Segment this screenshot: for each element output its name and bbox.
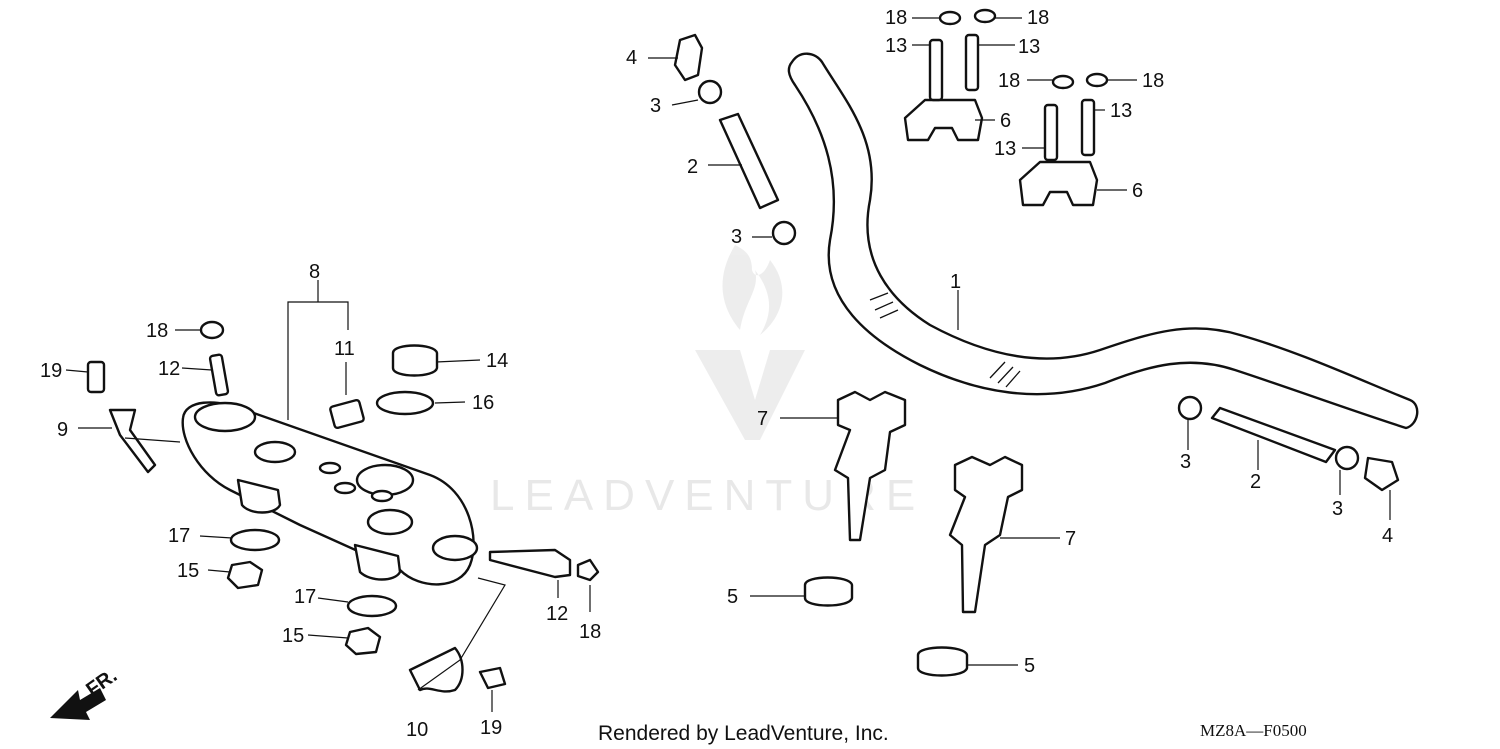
callout-19-b: 19 [480, 717, 502, 739]
callout-7-a: 7 [757, 408, 768, 430]
top-bridge [181, 398, 479, 586]
callout-10: 10 [406, 719, 428, 741]
callout-2-right: 2 [1250, 471, 1261, 493]
bar-end-weight-right [1177, 395, 1400, 492]
callout-19-a: 19 [40, 360, 62, 382]
callout-3-right-a: 3 [1180, 451, 1191, 473]
callout-18-a: 18 [885, 7, 907, 29]
callout-4-right: 4 [1382, 525, 1393, 547]
callout-18-e: 18 [146, 320, 168, 342]
callout-4-left: 4 [626, 47, 637, 69]
diagram-code: MZ8A—F0500 [1200, 721, 1307, 740]
callout-6-b: 6 [1132, 180, 1143, 202]
callout-9: 9 [57, 419, 68, 441]
callout-13-c: 13 [1110, 100, 1132, 122]
callout-16: 16 [472, 392, 494, 414]
watermark: LEADVENTURE [490, 245, 925, 520]
leader-lines [65, 17, 1391, 712]
callout-13-d: 13 [994, 138, 1016, 160]
callout-17-b: 17 [294, 586, 316, 608]
callout-18-b: 18 [1027, 7, 1049, 29]
bar-end-weight-left [673, 33, 797, 246]
handlebar [787, 52, 1419, 430]
callout-6-a: 6 [1000, 110, 1011, 132]
callout-18-c: 18 [998, 70, 1020, 92]
callout-7-b: 7 [1065, 528, 1076, 550]
footer-credit: Rendered by LeadVenture, Inc. [598, 722, 889, 745]
callout-13-b: 13 [1018, 36, 1040, 58]
callout-18-f: 18 [579, 621, 601, 643]
upper-holders [903, 8, 1109, 207]
callout-labels: 1 2 2 3 3 3 3 4 4 5 5 6 6 7 7 8 9 10 11 … [40, 7, 1393, 741]
callout-5-a: 5 [727, 586, 738, 608]
callout-12-b: 12 [546, 603, 568, 625]
callout-18-d: 18 [1142, 70, 1164, 92]
callout-3-left-top: 3 [650, 95, 661, 117]
callout-12-a: 12 [158, 358, 180, 380]
callout-8: 8 [309, 261, 320, 283]
callout-3-left-bottom: 3 [731, 226, 742, 248]
callout-13-a: 13 [885, 35, 907, 57]
watermark-text: LEADVENTURE [490, 471, 925, 520]
callout-1: 1 [950, 271, 961, 293]
callout-17-a: 17 [168, 525, 190, 547]
callout-3-right-b: 3 [1332, 498, 1343, 520]
callout-15-b: 15 [282, 625, 304, 647]
callout-2-left: 2 [687, 156, 698, 178]
callout-11: 11 [334, 338, 355, 360]
front-direction-arrow-icon: FR. [50, 665, 121, 720]
lower-holders [803, 390, 1024, 677]
callout-14: 14 [486, 350, 508, 372]
small-parts-left [86, 320, 600, 693]
callout-5-b: 5 [1024, 655, 1035, 677]
callout-15-a: 15 [177, 560, 199, 582]
